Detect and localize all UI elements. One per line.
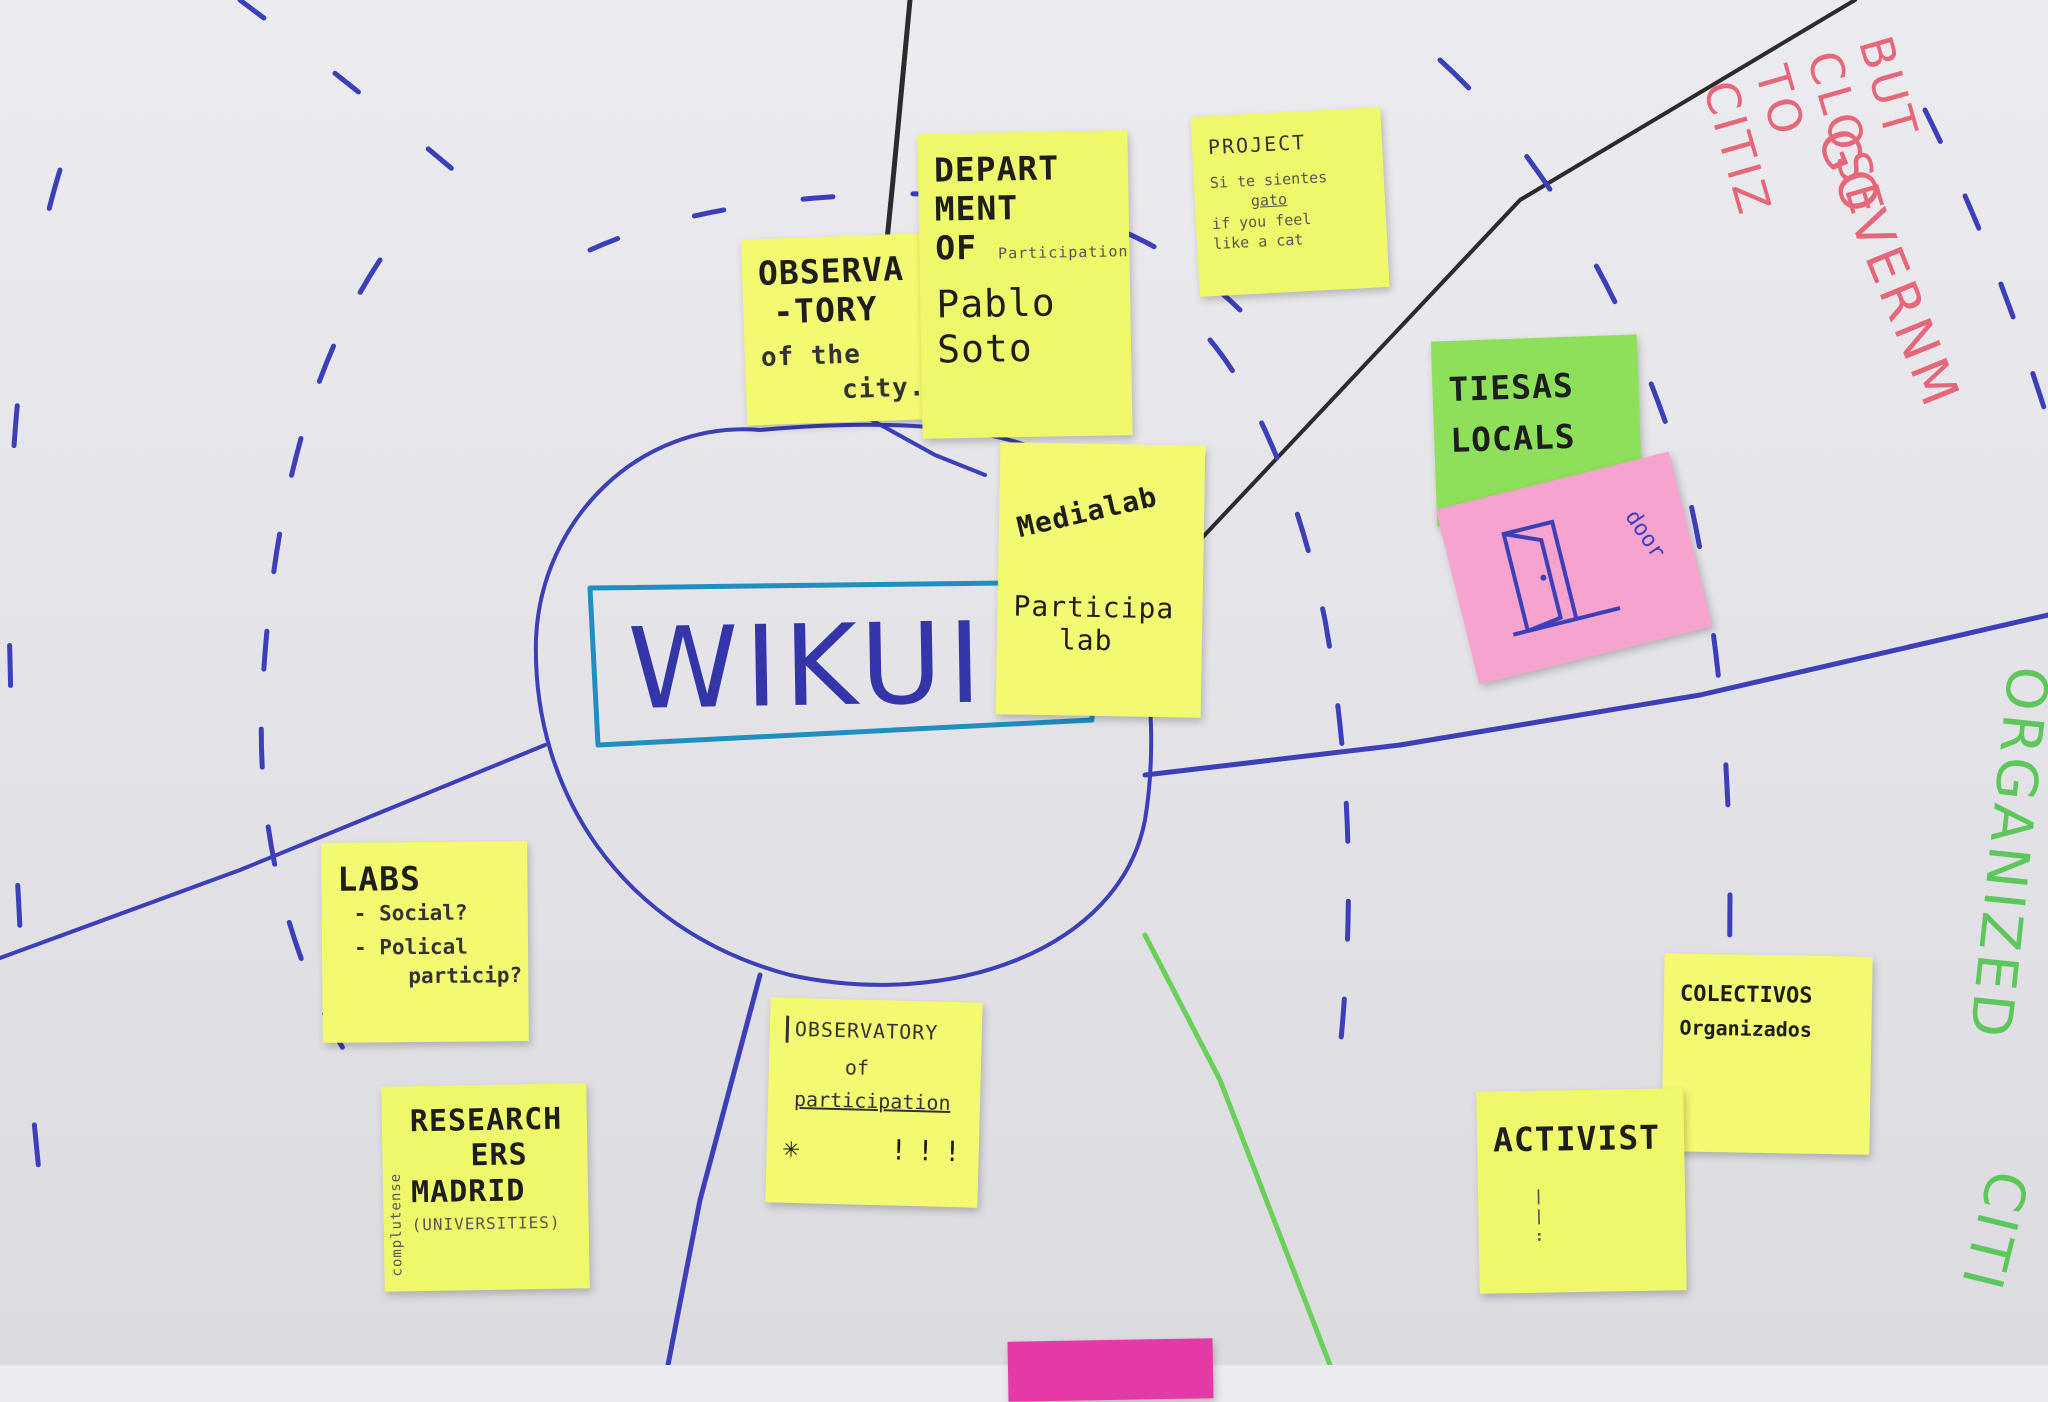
blue-spoke-bottom [665,972,763,1365]
note-line: RESEARCH [409,1101,563,1140]
note-line: MADRID [410,1173,526,1211]
note-line: LOCALS [1449,416,1577,460]
note-line: Participa [1013,589,1175,626]
whiteboard-drawing [0,0,2048,1365]
note-line: participation [793,1086,951,1116]
note-line: OBSERVA [757,248,905,294]
note-word: OF [935,227,978,268]
note-line: PROJECT [1207,130,1307,160]
dashed-ring-far-right [1922,107,2048,423]
note-line: COLECTIVOS [1679,981,1813,1009]
black-line-diagonal [1198,0,1857,542]
note-marks: ||: [1533,1186,1545,1246]
note-line: LABS [337,859,422,899]
sticky-note-magenta-partial [1007,1338,1214,1402]
note-line: OF Participation [935,226,1129,268]
note-line: Organizados [1679,1015,1813,1043]
note-line: DEPART [933,148,1060,190]
note-line: ACTIVIST [1492,1117,1661,1160]
sticky-note-colectivos: COLECTIVOS Organizados [1661,953,1873,1155]
note-line: Soto [936,325,1034,372]
dashed-ring-top [587,191,1243,313]
dashed-ring-inner [258,257,383,1063]
note-line: Medialab [1013,479,1161,545]
blue-spoke-right [1142,612,2048,778]
note-line: -TORY [772,288,879,332]
sticky-note-department: DEPART MENT OF Participation Pablo Soto [917,130,1133,439]
sticky-note-observatory-participation: OBSERVATORY of participation ✳ !!! [765,997,983,1208]
note-line: Pablo [935,280,1057,327]
note-line: (UNIVERSITIES) [411,1212,561,1235]
note-line: - Social? [353,900,468,926]
door-icon [1501,519,1621,637]
sticky-note-labs: LABS - Social? - Polical particip? [321,841,529,1043]
sticky-note-activist: ACTIVIST ||: [1476,1088,1687,1294]
note-line: MENT [934,188,1019,229]
sticky-note-researchers: RESEARCH ERS MADRID (UNIVERSITIES) compl… [381,1083,590,1292]
note-word-small: Participation [997,242,1129,263]
note-line: door [1619,505,1671,564]
note-side-text: complutense [387,1172,406,1277]
note-line: OBSERVATORY [785,1015,967,1048]
blue-spoke-left [0,743,547,960]
sticky-note-project: PROJECT Si te sientes gato if you feel l… [1190,107,1390,297]
dashed-ring-outer-right [1437,57,1733,1123]
note-line: of the [760,339,862,373]
black-line-top [883,0,913,253]
note-line: city. [841,372,926,406]
sticky-note-medialab: Medialab Participa lab [995,442,1206,718]
green-spoke [1142,932,1333,1365]
dashed-ring-inner-right [1207,337,1351,1053]
note-line: ERS [470,1137,528,1174]
note-line: of [844,1055,870,1080]
sticky-note-door: door [1435,451,1713,685]
note-line: - Polical [353,934,468,960]
dashed-ring-top-left [237,0,503,213]
note-line: lab [1058,623,1113,658]
note-line: TIESAS [1447,365,1575,410]
wikui-box [587,579,1095,748]
blue-spoke-upper [848,406,987,477]
dashed-ring-outer-left [6,167,63,1333]
note-marks: ✳ !!! [782,1130,972,1169]
note-line: particip? [408,962,523,988]
